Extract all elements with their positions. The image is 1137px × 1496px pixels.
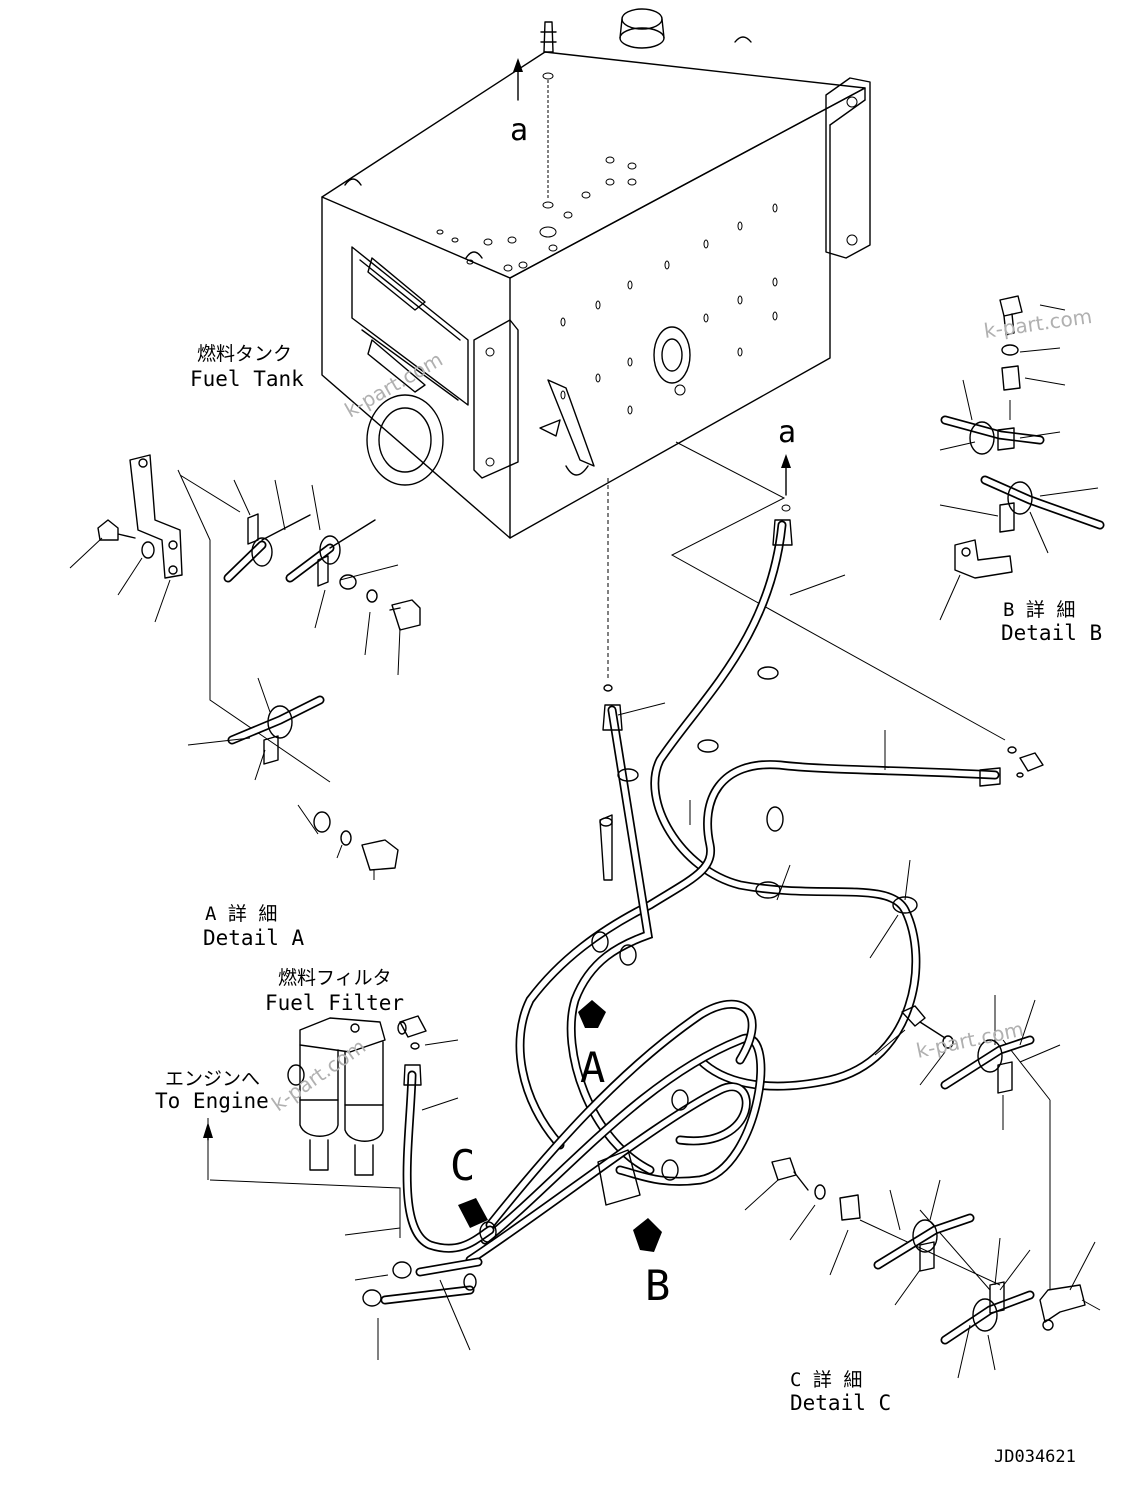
watermark-4: k-part.com [267,1034,370,1116]
marker-a-upper-label: a [510,113,528,148]
view-arrow-a: A [578,1000,606,1092]
view-arrow-c-label: C [450,1141,475,1190]
fuel-filter-label-ja: 燃料フィルタ [278,967,392,989]
hose-clamps [463,666,918,1291]
to-engine-label-en: To Engine [155,1089,269,1113]
text-labels: 燃料タンク Fuel Tank A 詳 細 Detail A 燃料フィルタ Fu… [155,343,1102,1467]
detail-a [97,454,421,871]
fuel-hoses [380,520,1000,1305]
view-arrow-b: B [633,1218,670,1310]
fuel-filter-label-en: Fuel Filter [265,991,404,1015]
callout-leaders [69,304,1101,1379]
to-engine-arrow [203,1122,213,1141]
fuel-tank-label-en: Fuel Tank [190,367,304,391]
drawing-number: JD034621 [994,1447,1076,1467]
detail-a-label-ja: A 詳 細 [205,903,277,925]
detail-c-label-en: Detail C [790,1391,891,1415]
detail-b-label-ja: B 詳 細 [1003,599,1075,621]
marker-a-upper: a [510,58,528,148]
to-engine-label-ja: エンジンへ [165,1068,260,1090]
marker-a-right: a [778,415,796,512]
detail-b-label-en: Detail B [1001,621,1102,645]
hose-fittings [362,519,1044,1307]
detail-c [771,1005,1086,1345]
fuel-tank-label-ja: 燃料タンク [197,343,292,365]
view-arrow-a-label: A [580,1043,605,1092]
view-arrow-c: C [450,1141,488,1228]
fuel-filter [287,1015,427,1176]
detail-c-label-ja: C 詳 細 [790,1369,862,1391]
watermark-3: k-part.com [914,1017,1026,1063]
watermark-1: k-part.com [982,304,1093,343]
view-arrow-b-label: B [645,1261,670,1310]
marker-a-right-label: a [778,415,796,450]
detail-b [940,295,1105,579]
fuel-tank [321,8,871,539]
detail-a-label-en: Detail A [203,926,305,950]
